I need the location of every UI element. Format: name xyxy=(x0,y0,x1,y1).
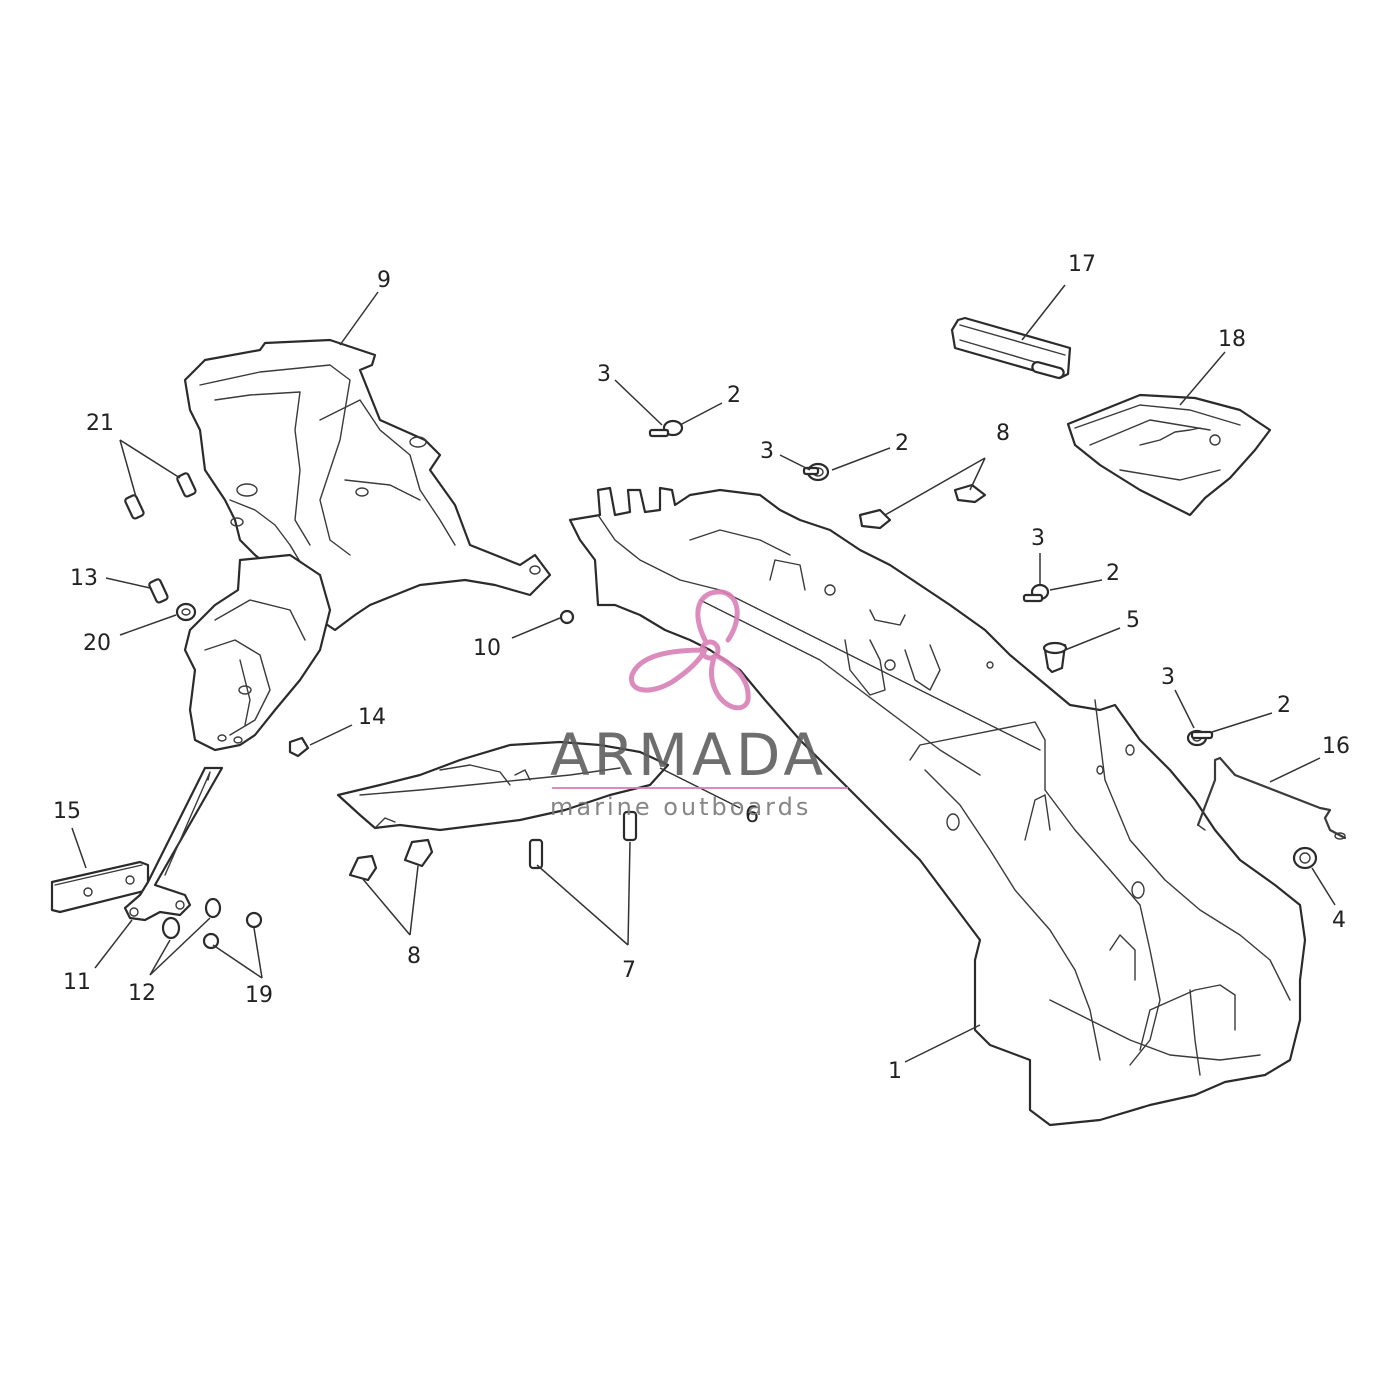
callout-8: 8 xyxy=(996,421,1010,446)
part-10-nut xyxy=(559,609,575,625)
part-4-bush xyxy=(1292,846,1318,870)
callout-8: 8 xyxy=(407,944,421,969)
callout-20: 20 xyxy=(83,631,111,656)
callout-9: 9 xyxy=(377,268,391,293)
propeller-logo-icon xyxy=(629,589,751,711)
callout-17: 17 xyxy=(1068,252,1096,277)
part-17-strap xyxy=(950,316,1072,380)
part-16-wire-stay xyxy=(1196,756,1347,840)
part-2-bolt-c xyxy=(1022,583,1050,603)
callout-2: 2 xyxy=(895,431,909,456)
callout-7: 7 xyxy=(622,958,636,983)
part-14-nut xyxy=(288,736,310,758)
callout-3: 3 xyxy=(1031,526,1045,551)
part-2-bolt-b xyxy=(802,462,830,482)
part-1-undertray xyxy=(568,486,1307,1127)
callout-3: 3 xyxy=(597,362,611,387)
callout-3: 3 xyxy=(1161,665,1175,690)
callout-21: 21 xyxy=(86,411,114,436)
callout-16: 16 xyxy=(1322,734,1350,759)
watermark-brand: ARMADA xyxy=(550,721,827,789)
part-6-lower-cover xyxy=(336,740,670,832)
part-11-reflector-bracket xyxy=(123,766,224,922)
part-13-bolt xyxy=(148,578,169,604)
part-5-grommet xyxy=(1042,641,1068,674)
part-18-tool-pouch xyxy=(1066,393,1272,517)
part-2-bolt-a xyxy=(648,419,684,438)
callout-10: 10 xyxy=(473,636,501,661)
part-8-clips-lower xyxy=(348,838,434,882)
watermark: ARMADA marine outboards xyxy=(550,589,848,821)
part-7-screws xyxy=(528,810,638,870)
callout-2: 2 xyxy=(1277,693,1291,718)
part-2-bolt-d xyxy=(1186,729,1214,747)
callout-12: 12 xyxy=(128,981,156,1006)
part-20-washer xyxy=(175,602,197,622)
callout-11: 11 xyxy=(63,970,91,995)
callout-3: 3 xyxy=(760,439,774,464)
part-9-plate-bracket xyxy=(183,553,332,752)
callout-15: 15 xyxy=(53,799,81,824)
callout-13: 13 xyxy=(70,566,98,591)
watermark-tagline: marine outboards xyxy=(550,793,811,821)
callout-14: 14 xyxy=(358,705,386,730)
part-8-clip-b xyxy=(953,483,987,504)
part-19-nuts xyxy=(202,911,263,950)
callout-18: 18 xyxy=(1218,327,1246,352)
part-8-clip-a xyxy=(858,508,892,530)
callout-2: 2 xyxy=(1106,561,1120,586)
part-12-washers xyxy=(161,897,222,940)
callout-1: 1 xyxy=(888,1059,902,1084)
callout-4: 4 xyxy=(1332,908,1346,933)
part-21-bolts xyxy=(124,472,197,520)
callout-19: 19 xyxy=(245,983,273,1008)
callout-6: 6 xyxy=(745,803,759,828)
leader-lines xyxy=(71,284,1336,1063)
callout-5: 5 xyxy=(1126,608,1140,633)
callout-labels: 1 2 2 2 2 3 3 3 3 4 5 6 7 8 8 9 10 11 12… xyxy=(53,252,1350,1084)
callout-2: 2 xyxy=(727,383,741,408)
